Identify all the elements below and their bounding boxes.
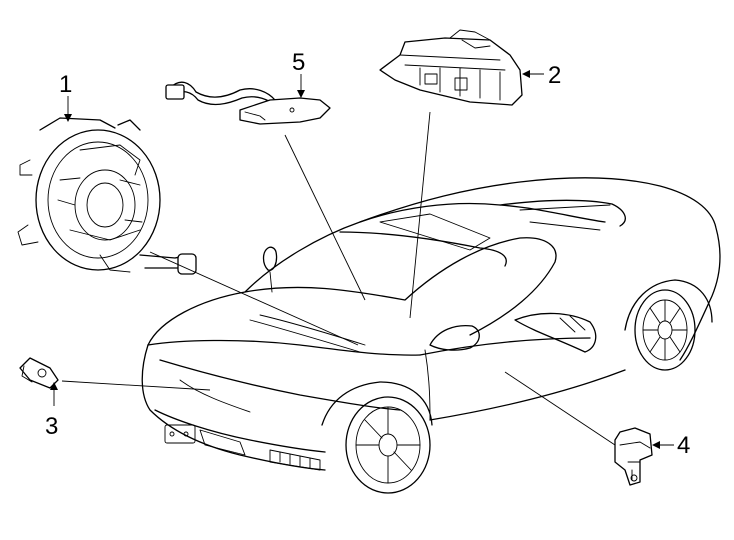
part-2-module: [379, 29, 523, 106]
part-3-sensor: [19, 357, 59, 389]
callout-5: 5: [292, 49, 305, 76]
callout-4: 4: [677, 432, 690, 459]
callout-1: 1: [59, 71, 72, 98]
leader-4: [504, 371, 616, 446]
part-1-clockspring: [17, 117, 197, 275]
car-illustration: [141, 177, 721, 494]
leader-2: [409, 111, 431, 319]
leader-1: [149, 251, 359, 346]
leader-3: [61, 380, 211, 391]
part-5-harness: [165, 81, 331, 125]
callout-3: 3: [45, 413, 58, 440]
leader-lines: [61, 111, 616, 446]
leader-5: [284, 134, 366, 301]
callout-2: 2: [548, 62, 561, 89]
callout-arrows: [50, 70, 674, 449]
part-4-sensor: [614, 427, 653, 486]
